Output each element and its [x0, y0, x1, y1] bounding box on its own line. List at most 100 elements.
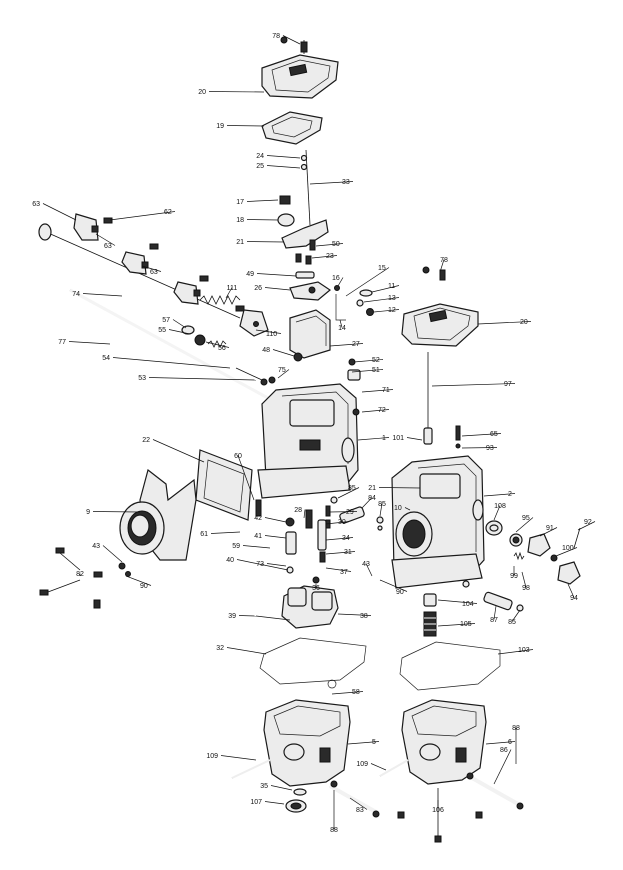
part-callout-24: 24: [256, 153, 264, 160]
part-callout-1: 1: [382, 435, 386, 442]
leader-line: [152, 439, 205, 463]
leader-line: [329, 343, 364, 347]
leader-line: [361, 409, 390, 413]
part-callout-63: 63: [150, 269, 158, 276]
needle-rod-33: [300, 149, 311, 226]
screws-106: [397, 788, 483, 843]
rod-97: [423, 352, 461, 449]
leader-line: [148, 377, 257, 381]
leader-line: [266, 155, 301, 159]
leader-line: [353, 359, 384, 363]
part-callout-106: 106: [432, 807, 444, 814]
part-callout-23: 23: [326, 253, 334, 260]
leader-line: [109, 211, 176, 221]
leader-line: [42, 203, 77, 221]
part-callout-15: 15: [378, 265, 386, 272]
part-callout-107: 107: [250, 799, 262, 806]
part-callout-61: 61: [200, 531, 208, 538]
part-callout-101: 101: [392, 435, 404, 442]
leader-line: [325, 521, 350, 525]
leader-line: [485, 741, 516, 745]
leader-line: [497, 649, 534, 655]
leader-line: [208, 91, 265, 93]
shaft-77: [69, 288, 269, 400]
part-callout-40: 40: [226, 557, 234, 564]
leader-line: [351, 369, 384, 373]
leader-line: [246, 219, 279, 221]
leader-line: [337, 613, 372, 616]
leader-line: [493, 505, 501, 521]
leader-line: [379, 579, 408, 592]
part-callout-97: 97: [504, 381, 512, 388]
leader-line: [68, 341, 111, 345]
part-callout-30: 30: [338, 519, 346, 526]
leader-line: [315, 243, 344, 247]
leader-line: [264, 535, 287, 539]
leader-line: [439, 259, 445, 273]
float-38: [255, 585, 339, 629]
leader-line: [539, 527, 558, 537]
part-callout-50: 50: [332, 241, 340, 248]
leader-line: [493, 605, 497, 620]
leader-line: [349, 797, 368, 810]
leader-line: [168, 329, 191, 335]
leader-line: [270, 785, 293, 791]
float-bowl-5: [231, 699, 351, 787]
intake-9: [119, 468, 197, 561]
part-callout-6: 6: [508, 739, 512, 746]
carb-body-1: [257, 358, 361, 499]
part-callout-108: 108: [494, 503, 506, 510]
part-callout-17: 17: [236, 199, 244, 206]
part-callout-33: 33: [342, 179, 350, 186]
fitting-87: [462, 580, 524, 612]
leader-line: [365, 563, 373, 577]
leader-line: [325, 567, 352, 572]
leader-line: [337, 277, 344, 287]
leader-line: [220, 755, 257, 761]
leader-line: [577, 521, 596, 531]
leader-line: [337, 487, 360, 499]
leader-line: [246, 199, 279, 202]
leader-line: [226, 125, 265, 127]
part-callout-25: 25: [256, 163, 264, 170]
leader-line: [205, 341, 230, 348]
leader-line: [461, 433, 502, 437]
leader-line: [345, 267, 390, 297]
leader-line: [339, 319, 343, 328]
part-callout-9: 9: [86, 509, 90, 516]
part-callout-85: 85: [378, 501, 386, 508]
part-callout-103: 103: [518, 647, 530, 654]
choke-parts-91-108: [485, 520, 581, 585]
part-callout-36: 36: [312, 585, 320, 592]
leader-line: [477, 321, 532, 325]
leader-line: [404, 507, 411, 511]
part-callout-72: 72: [378, 407, 386, 414]
part-callout-87: 87: [490, 617, 498, 624]
part-callout-63: 63: [32, 201, 40, 208]
leader-line: [493, 749, 512, 785]
leader-line: [309, 181, 354, 185]
leader-line: [236, 559, 289, 571]
part-callout-83: 83: [356, 807, 364, 814]
leader-line: [431, 383, 516, 387]
part-callout-104: 104: [462, 601, 474, 608]
part-callout-34: 34: [342, 535, 350, 542]
leader-line: [246, 241, 285, 243]
leader-line: [521, 571, 527, 588]
part-callout-65: 65: [490, 431, 498, 438]
part-callout-41: 41: [254, 533, 262, 540]
part-callout-55: 55: [158, 327, 166, 334]
part-callout-92: 92: [584, 519, 592, 526]
leader-line: [311, 255, 338, 259]
part-callout-78: 78: [272, 33, 280, 40]
part-callout-109: 109: [206, 753, 218, 760]
part-callout-43: 43: [362, 561, 370, 568]
part-callout-29: 29: [346, 509, 354, 516]
leader-line: [347, 741, 380, 745]
leader-line: [373, 309, 400, 313]
top-cover-right: [401, 266, 479, 347]
leader-line: [379, 503, 383, 517]
leader-line: [95, 233, 116, 246]
leader-line: [82, 293, 123, 297]
part-callout-16: 16: [332, 275, 340, 282]
